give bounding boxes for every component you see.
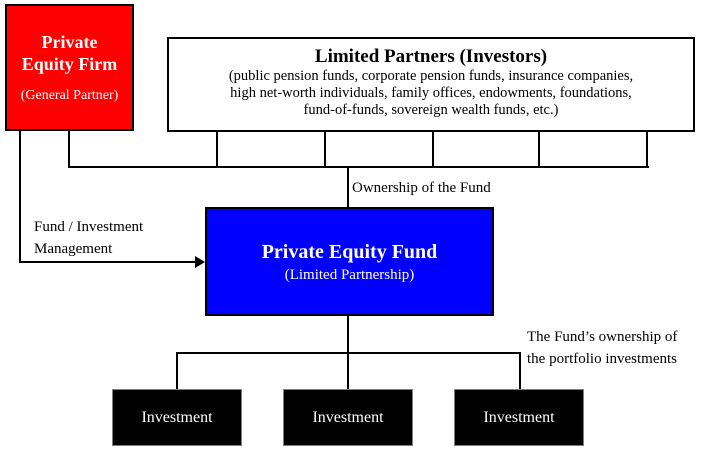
investment-label: Investment xyxy=(141,408,213,426)
investment-box-1: Investment xyxy=(112,389,242,446)
connector-lp-tick-3 xyxy=(432,131,434,168)
connector-lp-tick-1 xyxy=(216,131,218,168)
connector-gp-management-vertical xyxy=(19,130,21,263)
general-partner-title: Private Equity Firm xyxy=(22,31,118,75)
limited-partners-desc-line3: fund-of-funds, sovereign wealth funds, e… xyxy=(303,102,559,118)
general-partner-box: Private Equity Firm (General Partner) xyxy=(5,4,134,131)
investment-label: Investment xyxy=(483,408,555,426)
connector-investment-left-stub xyxy=(176,352,178,390)
fund-management-label-line2: Management xyxy=(34,241,113,257)
investment-label: Investment xyxy=(312,408,384,426)
limited-partners-desc-line1: (public pension funds, corporate pension… xyxy=(228,68,634,84)
connector-gp-to-bus-vertical xyxy=(68,130,70,168)
connector-investment-right-stub xyxy=(519,352,521,390)
connector-lp-tick-5 xyxy=(646,131,648,168)
fund-management-label-line1: Fund / Investment xyxy=(34,219,144,235)
arrowhead-right-icon xyxy=(195,256,205,268)
fund-management-label: Fund / Investment Management xyxy=(34,216,143,260)
portfolio-ownership-label-line2: the portfolio investments xyxy=(527,351,677,367)
fund-title: Private Equity Fund xyxy=(261,240,438,263)
private-equity-fund-box: Private Equity Fund (Limited Partnership… xyxy=(205,207,494,316)
limited-partners-desc-line2: high net-worth individuals, family offic… xyxy=(230,85,632,101)
general-partner-title-line1: Private xyxy=(41,31,98,52)
connector-investments-horizontal xyxy=(176,352,521,354)
limited-partners-description: (public pension funds, corporate pension… xyxy=(229,68,633,119)
connector-lp-tick-2 xyxy=(324,131,326,168)
connector-gp-management-horizontal xyxy=(19,261,197,263)
connector-ownership-bus xyxy=(68,166,649,168)
investment-box-2: Investment xyxy=(283,389,413,446)
general-partner-title-line2: Equity Firm xyxy=(21,53,118,74)
limited-partners-box: Limited Partners (Investors) (public pen… xyxy=(167,37,695,132)
investment-box-3: Investment xyxy=(454,389,584,446)
portfolio-ownership-label-line1: The Fund’s ownership of xyxy=(527,329,678,345)
connector-lp-tick-4 xyxy=(538,131,540,168)
limited-partners-title: Limited Partners (Investors) xyxy=(314,46,548,67)
connector-bus-to-fund-vertical xyxy=(347,166,349,208)
ownership-of-fund-label: Ownership of the Fund xyxy=(352,180,491,196)
portfolio-ownership-label: The Fund’s ownership of the portfolio in… xyxy=(527,326,677,370)
general-partner-subtitle: (General Partner) xyxy=(20,87,119,103)
fund-subtitle: (Limited Partnership) xyxy=(284,266,415,283)
